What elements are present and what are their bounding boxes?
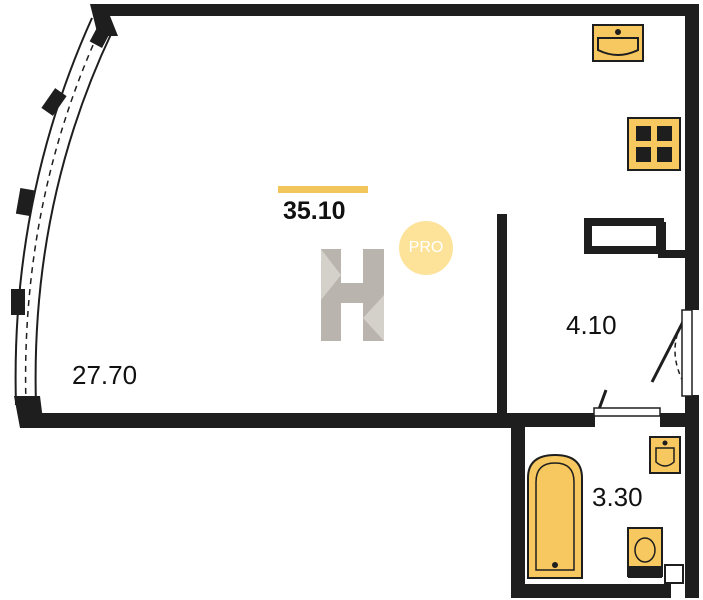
- bathroom-sink-tap: [662, 440, 668, 446]
- riser: [664, 564, 684, 584]
- wardrobe: [584, 218, 664, 254]
- stove-burner: [657, 126, 672, 141]
- bathroom-top-wall: [511, 413, 595, 427]
- window-inner-line: [34, 31, 113, 406]
- top-wall: [90, 4, 690, 36]
- window-outer-line: [14, 17, 93, 406]
- h-logo: [321, 249, 384, 341]
- bathroom-left-wall: [511, 413, 525, 598]
- stove-burner: [636, 126, 651, 141]
- h-logo-shade: [321, 249, 341, 300]
- mullion: [89, 22, 113, 48]
- bathroom-bottom-wall: [511, 584, 671, 598]
- kitchen-sink-bowl: [597, 37, 639, 56]
- h-logo-bridge: [341, 283, 363, 303]
- bathtub-drain: [552, 562, 558, 568]
- partition-wall: [497, 214, 507, 413]
- stove-burner: [636, 147, 651, 162]
- bathroom-sink: [649, 436, 681, 474]
- bathroom-door-frame: [593, 407, 661, 417]
- kitchen-sink-tap: [615, 29, 621, 35]
- mullion: [15, 187, 35, 217]
- toilet-bowl: [634, 537, 656, 563]
- corner-block: [14, 396, 44, 428]
- toilet-tank: [628, 566, 662, 578]
- bathroom-sink-bowl: [655, 447, 675, 467]
- right-wall-upper: [685, 4, 699, 310]
- total-area-bar: [278, 186, 368, 193]
- total-area-label: 35.10: [283, 197, 346, 225]
- entrance-door-frame: [681, 309, 693, 397]
- curved-window: [14, 17, 113, 406]
- stove: [627, 117, 681, 171]
- stove-burner: [657, 147, 672, 162]
- main-room-area-label: 27.70: [72, 360, 138, 390]
- main-bottom-wall: [22, 413, 514, 428]
- right-wall-lower: [685, 395, 699, 598]
- mullion: [41, 88, 67, 116]
- window-mullions: [11, 22, 113, 315]
- fixtures: [527, 24, 684, 584]
- pro-badge: PRO: [399, 221, 453, 275]
- bathroom-area-label: 3.30: [592, 482, 643, 512]
- bathroom-top-wall-right: [660, 413, 698, 427]
- bathtub: [527, 453, 583, 579]
- h-logo-shade: [363, 295, 384, 341]
- doors: [593, 309, 693, 417]
- mullion: [11, 289, 25, 315]
- bathtub-inner: [535, 462, 575, 571]
- hallway-area-label: 4.10: [566, 310, 617, 340]
